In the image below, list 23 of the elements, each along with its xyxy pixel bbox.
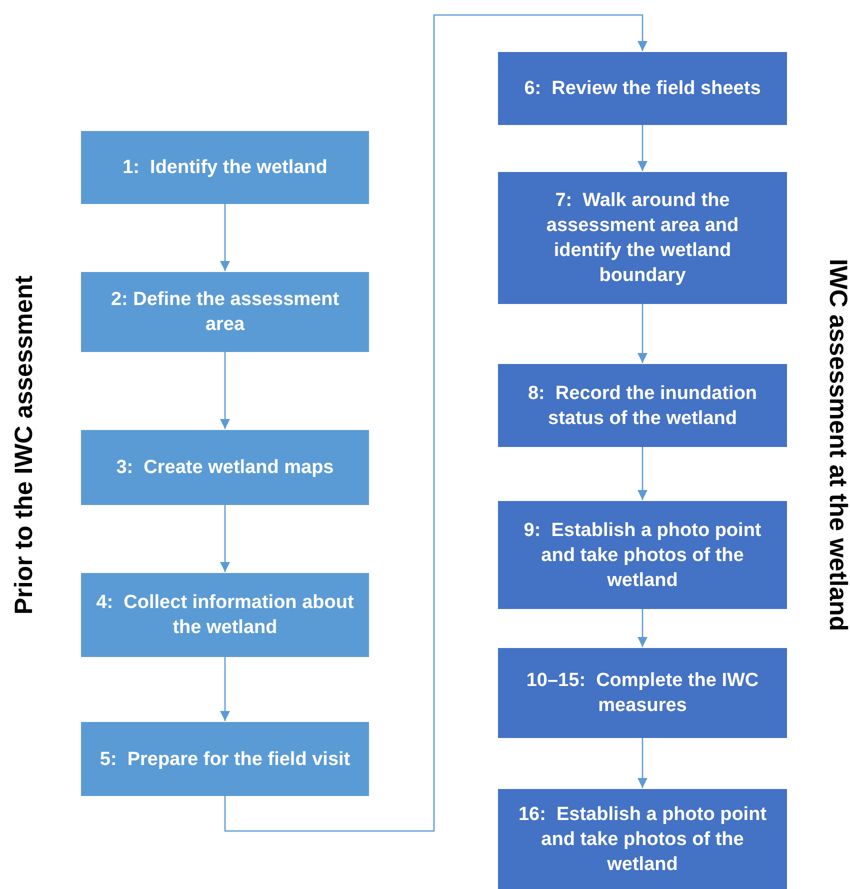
arrow [220, 352, 230, 429]
process-box: 10–15: Complete the IWC measures [498, 648, 787, 738]
process-box: 9: Establish a photo point and take photos of the wetland [498, 501, 787, 609]
arrow [220, 505, 230, 572]
process-box: 16: Establish a photo point and take photos of the wetland [498, 789, 787, 889]
arrow [638, 447, 648, 500]
arrow [638, 304, 648, 363]
process-box: 1: Identify the wetland [81, 131, 369, 204]
arrow [638, 125, 648, 171]
arrow [638, 609, 648, 647]
side-label: Prior to the IWC assessment [9, 276, 40, 614]
process-box: 8: Record the inundation status of the wetland [498, 364, 787, 447]
arrow [638, 738, 648, 788]
arrow [224, 14, 648, 832]
process-box: 6: Review the field sheets [498, 52, 787, 125]
side-label: IWC assessment at the wetland [822, 258, 850, 632]
process-box: 7: Walk around the assessment area and identify the wetland boundary [498, 172, 787, 304]
process-box: 3: Create wetland maps [81, 430, 369, 505]
process-box: 5: Prepare for the field visit [81, 722, 369, 796]
arrow [220, 657, 230, 721]
arrow [220, 204, 230, 271]
process-box: 4: Collect information about the wetland [81, 573, 369, 657]
process-box: 2: Define the assessment area [81, 272, 369, 352]
